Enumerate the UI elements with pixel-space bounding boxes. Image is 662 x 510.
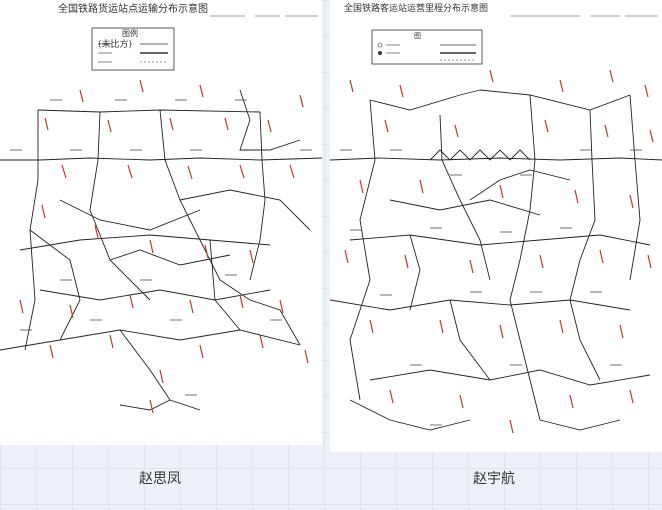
left-map-sheet: 全国铁路货运站点运输分布示意图 (未比方) 图例 [0,0,322,445]
left-map-title: 全国铁路货运站点运输分布示意图 [58,2,208,15]
right-rail-network [330,89,662,431]
left-rail-network [0,89,322,411]
left-black-labels [10,99,312,396]
left-map-subtitle: (未比方) [98,38,132,50]
right-legend-box: 图 [371,29,483,65]
left-red-station-marks [19,79,309,414]
right-hand-drawn-map: 全国铁路客运站运营里程分布示意图 图 [330,2,662,434]
right-map-sheet: 全国铁路客运站运营里程分布示意图 图 [330,0,662,452]
right-map-title: 全国铁路客运站运营里程分布示意图 [344,2,488,14]
left-hand-drawn-map: 全国铁路货运站点运输分布示意图 (未比方) 图例 [0,2,322,414]
right-author-caption: 赵宇航 [473,471,515,487]
left-legend-box: 图例 [91,27,175,71]
right-red-station-marks [344,69,654,434]
right-legend-title: 图 [414,32,421,40]
left-legend-title: 图例 [122,28,138,38]
left-author-caption: 赵思凤 [139,471,181,487]
right-black-labels [340,149,642,426]
